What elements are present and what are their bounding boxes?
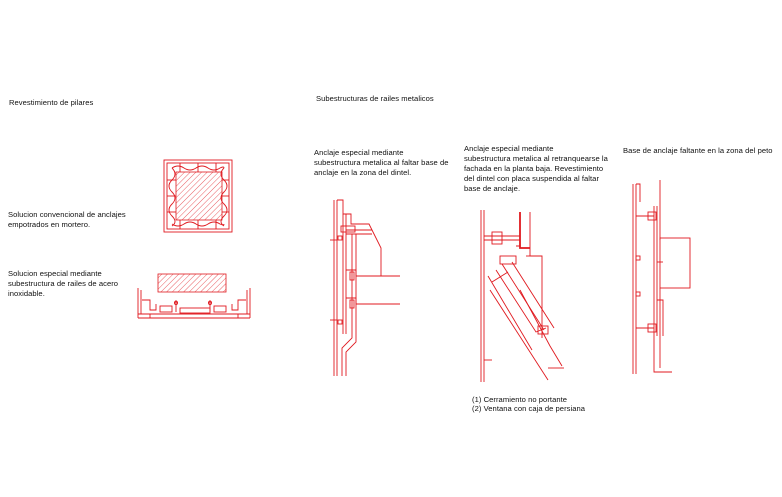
parapet-anchor-label: Base de anclaje faltante en la zona del …: [623, 146, 773, 155]
pillar-rail-detail: [137, 273, 251, 319]
pillar-conventional-detail: [163, 159, 233, 233]
rails-section-title: Subestructuras de railes metalicos: [316, 94, 434, 103]
special-solution-label: Solucion especial mediante subestructura…: [8, 269, 119, 298]
pillar-section-title: Revestimiento de pilares: [9, 98, 94, 107]
setback-anchor-label: Anclaje especial mediante subestructura …: [464, 144, 608, 193]
note-2: (2) Ventana con caja de persiana: [472, 404, 586, 413]
setback-facade-detail: [480, 210, 564, 382]
lintel-anchor-label: Anclaje especial mediante subestructura …: [314, 148, 449, 177]
note-1: (1) Cerramiento no portante: [472, 395, 568, 404]
conventional-solution-label: Solucion convencional de anclajes empotr…: [8, 210, 126, 229]
lintel-anchor-detail: [330, 199, 400, 376]
parapet-anchor-detail: [632, 180, 691, 374]
